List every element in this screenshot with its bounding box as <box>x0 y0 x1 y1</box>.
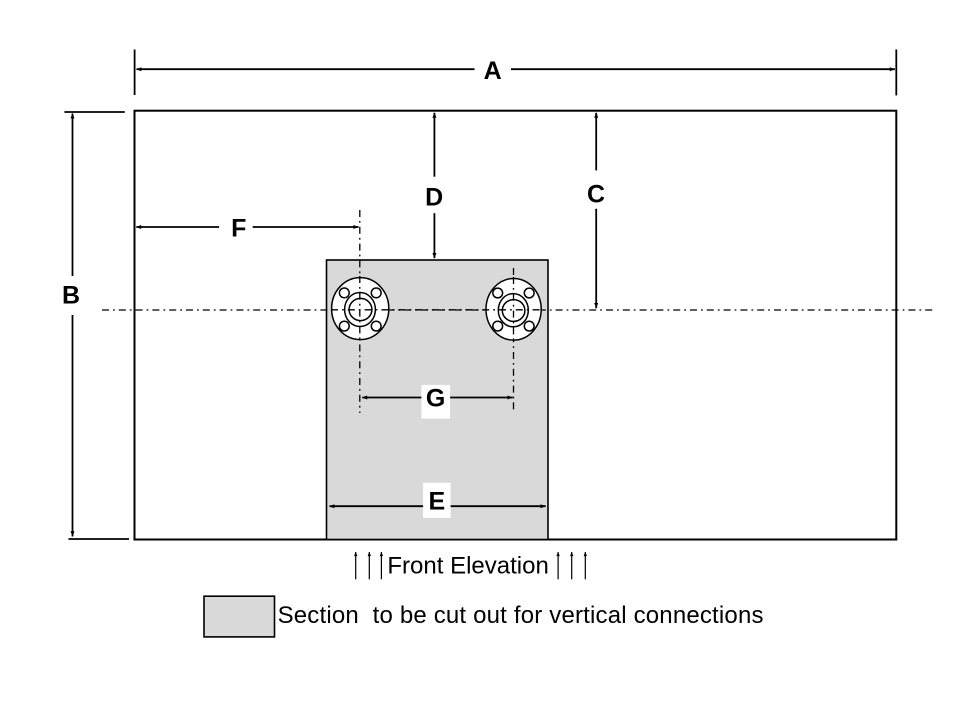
svg-text:E: E <box>428 488 445 516</box>
svg-text:F: F <box>231 215 246 243</box>
svg-text:C: C <box>587 180 605 208</box>
svg-text:Section to be cut out for ver: Section to be cut out for vertical conne… <box>278 602 764 629</box>
svg-text:B: B <box>62 281 80 309</box>
svg-text:A: A <box>484 57 502 85</box>
svg-text:Front Elevation: Front Elevation <box>387 553 548 580</box>
svg-text:D: D <box>425 183 443 211</box>
svg-text:G: G <box>426 385 445 413</box>
